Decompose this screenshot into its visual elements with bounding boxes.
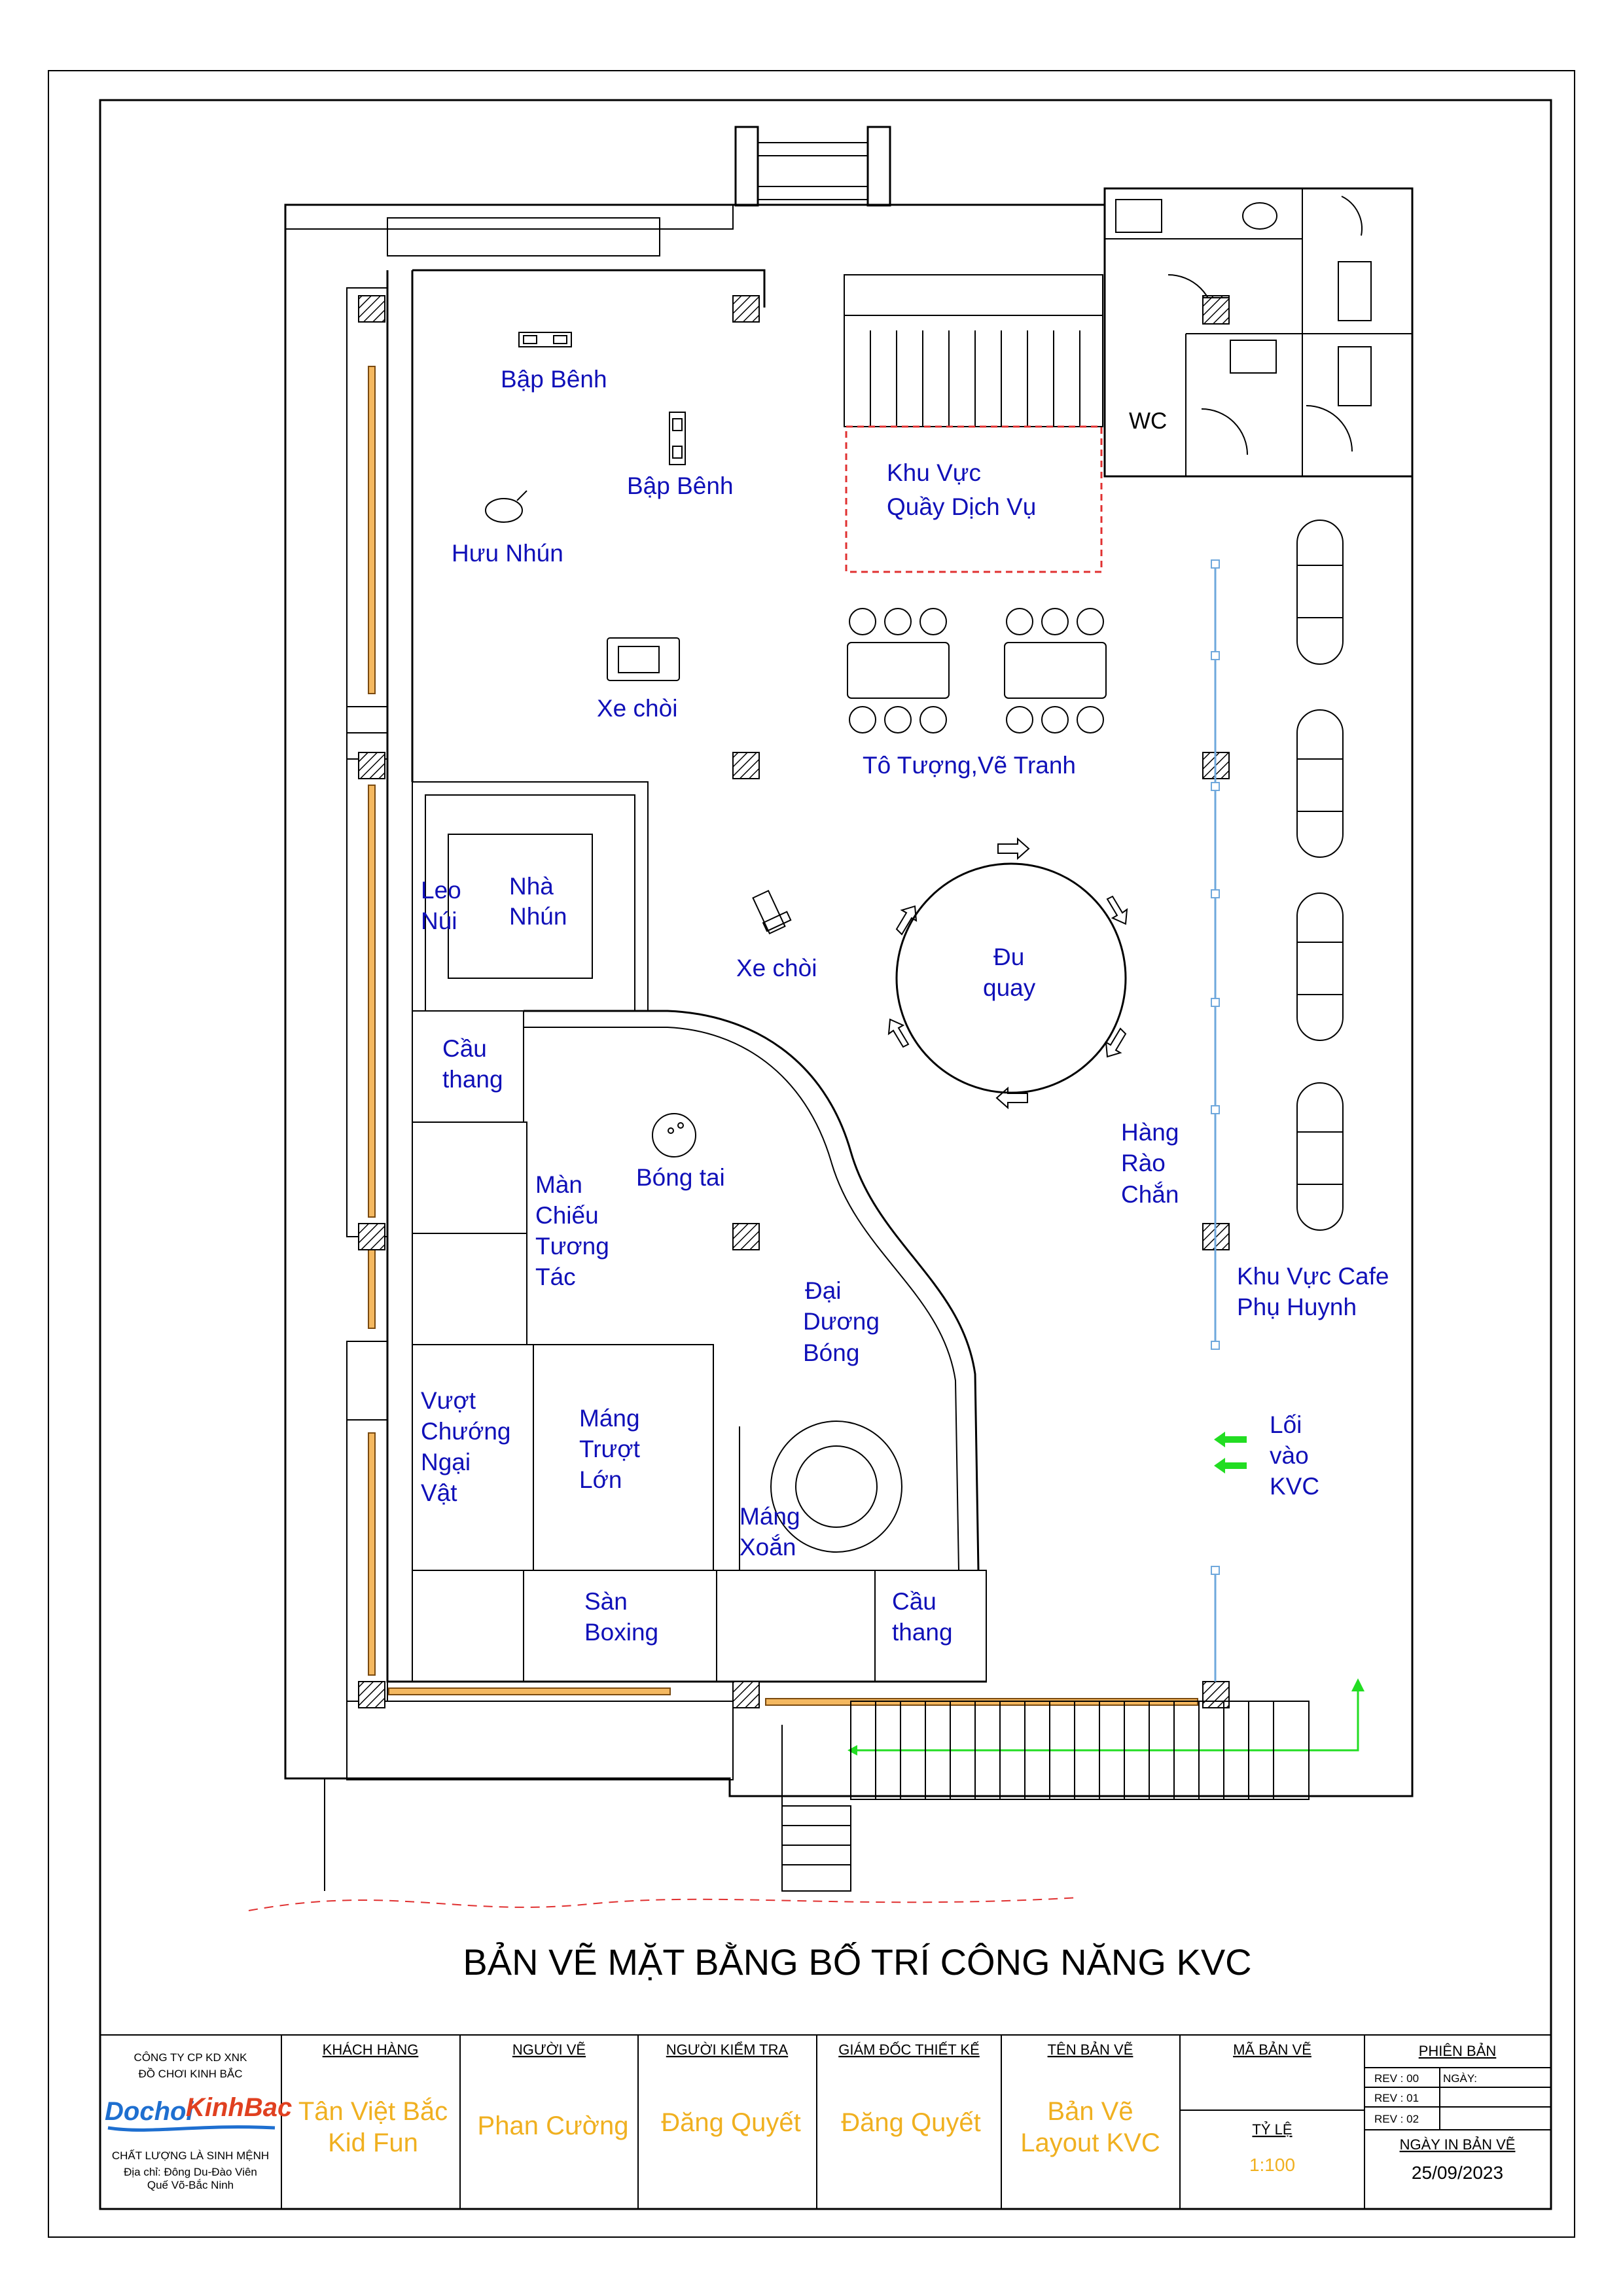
label-bong-tai: Bóng tai	[636, 1164, 725, 1191]
label-dai-duong-1: Đại	[805, 1277, 842, 1304]
label-man-chieu-2: Chiếu	[535, 1202, 599, 1229]
label-xe-choi-2: Xe chòi	[736, 955, 817, 981]
logo-wave	[107, 2125, 276, 2132]
zone-labels: Bập Bênh Bập Bênh Hưu Nhún Xe chòi Xe ch…	[421, 366, 1389, 1646]
label-hang-rao-3: Chắn	[1121, 1181, 1179, 1208]
rev00: REV : 00	[1374, 2072, 1419, 2085]
drawing-title: BẢN VẼ MẶT BẰNG BỐ TRÍ CÔNG NĂNG KVC	[463, 1941, 1251, 1983]
entrance-arrows	[847, 1432, 1364, 1756]
label-dai-duong-2: Dương	[803, 1308, 880, 1335]
label-vuot-chuong-3: Ngại	[421, 1449, 471, 1475]
label-vuot-chuong-4: Vật	[421, 1479, 457, 1506]
label-dai-duong-3: Bóng	[803, 1339, 859, 1366]
entrance-stairs	[781, 1701, 1310, 1892]
label-san-boxing-1: Sàn	[584, 1588, 628, 1615]
play-structures	[412, 781, 987, 1682]
company-logo-part2: KinhBac	[186, 2093, 292, 2122]
painting-tables	[847, 608, 1107, 733]
building-walls	[284, 126, 1414, 1891]
ten-ban-ve-value-1: Bản Vẽ	[1047, 2097, 1133, 2126]
ty-le-label: TỶ LỆ	[1252, 2121, 1292, 2138]
nguoi-kiem-tra-value: Đăng Quyết	[661, 2108, 800, 2137]
inner-drawing-frame	[99, 99, 1552, 2210]
wc-block	[1103, 187, 1414, 478]
label-du-quay-1: Đu	[993, 944, 1024, 970]
label-mang-xoan-2: Xoắn	[740, 1534, 796, 1561]
label-bap-benh-1: Bập Bênh	[501, 366, 607, 393]
ngay-in-label: NGÀY IN BẢN VẼ	[1400, 2136, 1516, 2153]
label-leo-nui-2: Núi	[421, 908, 457, 934]
company-address-1: Địa chỉ: Đông Du-Đào Viên	[124, 2166, 257, 2178]
label-cau-thang-2-2: thang	[892, 1619, 953, 1646]
structural-columns	[358, 295, 1230, 1708]
nguoi-kiem-tra-label: NGƯỜI KIỂM TRA	[666, 2041, 789, 2058]
label-to-tuong: Tô Tượng,Vẽ Tranh	[863, 752, 1076, 779]
label-khu-cafe-2: Phụ Huynh	[1237, 1294, 1357, 1320]
company-address-2: Quế Võ-Bắc Ninh	[147, 2179, 234, 2191]
rev02: REV : 02	[1374, 2113, 1419, 2125]
ty-le-value: 1:100	[1249, 2155, 1295, 2175]
label-huu-nhun: Hưu Nhún	[452, 540, 563, 567]
toy-icons	[485, 332, 792, 935]
label-loi-vao-3: KVC	[1270, 1473, 1319, 1500]
label-mang-truot-2: Trượt	[579, 1436, 641, 1462]
label-man-chieu-1: Màn	[535, 1171, 582, 1198]
label-leo-nui-1: Leo	[421, 877, 461, 904]
phien-ban-label: PHIÊN BẢN	[1419, 2043, 1497, 2059]
ten-ban-ve-value-2: Layout KVC	[1020, 2128, 1160, 2157]
label-mang-xoan-1: Máng	[740, 1503, 800, 1530]
label-cau-thang-1-1: Cầu	[442, 1035, 487, 1062]
ten-ban-ve-label: TÊN BẢN VẼ	[1048, 2041, 1133, 2058]
giam-doc-label: GIÁM ĐỐC THIẾT KẾ	[838, 2041, 980, 2058]
site-boundary	[248, 1897, 1080, 1911]
service-stairs	[844, 274, 1103, 427]
khach-hang-value-2: Kid Fun	[328, 2128, 418, 2157]
label-cau-thang-2-1: Cầu	[892, 1588, 936, 1615]
label-nha-nhun-1: Nhà	[509, 873, 554, 900]
company-line2: ĐỒ CHƠI KINH BẮC	[138, 2068, 242, 2080]
ngay-label: NGÀY:	[1443, 2072, 1477, 2085]
label-mang-truot-3: Lớn	[579, 1466, 622, 1493]
label-loi-vao-1: Lối	[1270, 1411, 1302, 1438]
label-du-quay-2: quay	[983, 974, 1036, 1001]
company-slogan: CHẤT LƯỢNG LÀ SINH MỆNH	[112, 2149, 269, 2162]
label-vuot-chuong-1: Vượt	[421, 1387, 476, 1414]
label-man-chieu-4: Tác	[535, 1263, 576, 1290]
company-line1: CÔNG TY CP KD XNK	[134, 2051, 248, 2064]
ma-ban-ve-label: MÃ BẢN VẼ	[1233, 2041, 1311, 2058]
cafe-tables	[1296, 520, 1344, 1231]
label-khu-vuc-quay-2: Quầy Dịch Vụ	[887, 493, 1036, 520]
title-block: CÔNG TY CP KD XNK ĐỒ CHƠI KINH BẮC Docho…	[99, 2034, 1552, 2210]
label-mang-truot-1: Máng	[579, 1405, 640, 1432]
khach-hang-value-1: Tân Việt Bắc	[298, 2096, 448, 2126]
label-xe-choi-1: Xe chòi	[597, 695, 677, 722]
label-bap-benh-2: Bập Bênh	[627, 472, 734, 499]
nguoi-ve-label: NGƯỜI VẼ	[512, 2041, 586, 2058]
label-hang-rao-2: Rào	[1121, 1150, 1166, 1176]
label-hang-rao-1: Hàng	[1121, 1119, 1179, 1146]
label-cau-thang-1-2: thang	[442, 1066, 503, 1093]
label-vuot-chuong-2: Chướng	[421, 1418, 511, 1445]
label-nha-nhun-2: Nhún	[509, 903, 567, 930]
outer-sheet-border	[48, 70, 1575, 2238]
company-logo-part1: Dochoi	[105, 2097, 194, 2126]
service-counter-zone	[845, 425, 1103, 573]
carousel	[887, 837, 1128, 1110]
ngay-in-value: 25/09/2023	[1412, 2163, 1503, 2183]
nguoi-ve-value: Phan Cường	[478, 2111, 629, 2140]
label-wc: WC	[1129, 408, 1167, 434]
label-khu-vuc-quay-1: Khu Vực	[887, 459, 981, 486]
khach-hang-label: KHÁCH HÀNG	[323, 2041, 419, 2058]
label-khu-cafe-1: Khu Vực Cafe	[1237, 1263, 1389, 1290]
label-loi-vao-2: vào	[1270, 1442, 1309, 1469]
label-man-chieu-3: Tương	[535, 1233, 609, 1260]
safety-fence	[1211, 559, 1220, 1682]
giam-doc-value: Đăng Quyết	[841, 2108, 980, 2137]
rev01: REV : 01	[1374, 2092, 1419, 2104]
label-san-boxing-2: Boxing	[584, 1619, 658, 1646]
